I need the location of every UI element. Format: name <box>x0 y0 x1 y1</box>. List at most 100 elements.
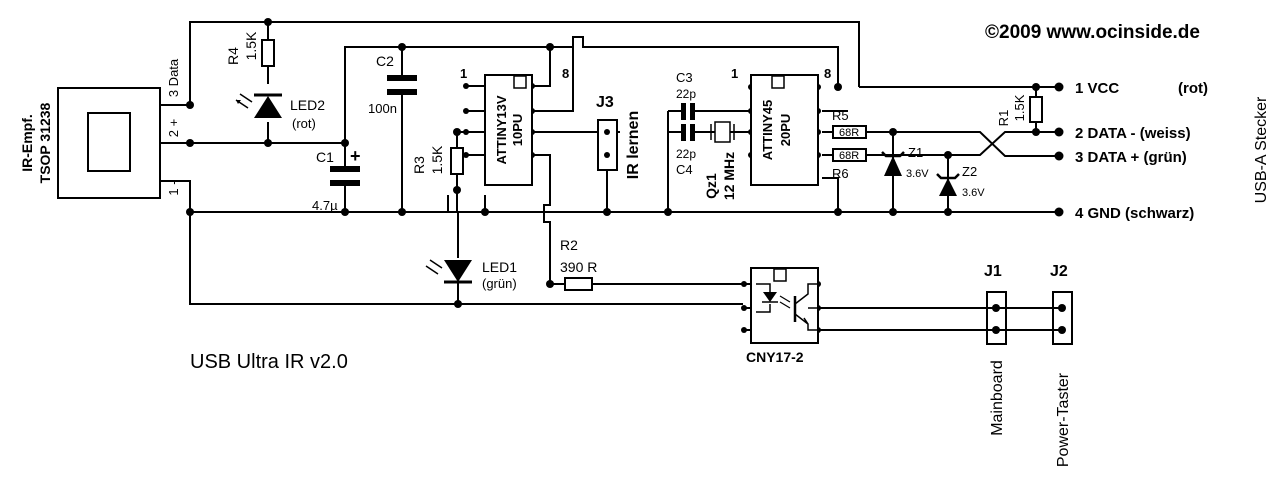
c2-plate <box>387 75 417 81</box>
ic1-notch <box>513 75 527 89</box>
wire-ic1-to-r2 <box>532 154 565 285</box>
ic2-pin8: 8 <box>824 66 831 81</box>
r6-value: 68R <box>839 150 859 162</box>
r3-resistor <box>450 147 464 175</box>
usb-terminal <box>1054 82 1064 92</box>
opto-light-icon <box>779 295 791 309</box>
r3-name: R3 <box>411 156 427 174</box>
ic-pin <box>463 129 469 135</box>
ic1-name: ATTINY13V <box>494 95 509 164</box>
junction <box>889 128 897 136</box>
junction <box>889 208 897 216</box>
j1-header <box>986 291 1007 345</box>
j2-name: J2 <box>1050 263 1068 280</box>
led2-diode-icon <box>254 96 282 118</box>
j1-j2: J1 J2 Mainboard Power-Taster <box>984 263 1073 467</box>
c1-c2: + C1 4.7µ C2 100n <box>312 53 417 213</box>
r2-name: R2 <box>560 237 578 253</box>
junction <box>603 208 611 216</box>
usb-terminal <box>1054 151 1064 161</box>
j1-name: J1 <box>984 263 1002 280</box>
junction <box>546 43 554 51</box>
wire-tsop-gnd <box>160 180 743 305</box>
opto-notch <box>773 268 787 282</box>
led1-name: LED1 <box>482 259 517 275</box>
wire-caps-crystal <box>667 110 751 212</box>
c3-value: 22p <box>676 87 696 101</box>
r1: R1 1.5K <box>996 94 1043 126</box>
r4-resistor <box>261 39 275 67</box>
junction <box>398 208 406 216</box>
tsop-body <box>57 87 161 199</box>
junction <box>453 186 461 194</box>
c3-name: C3 <box>676 70 693 85</box>
z2-value: 3.6V <box>962 187 985 199</box>
z1-name: Z1 <box>908 145 923 160</box>
wire-data-ir <box>189 21 1059 105</box>
usb-connector: 1 VCC (rot) 2 DATA - (weiss) 3 DATA + (g… <box>1075 80 1270 222</box>
tsop-pin2-label: 2 + <box>166 119 181 137</box>
r5-r6: 68R R5 68R R6 <box>832 108 867 181</box>
r5-resistor <box>832 125 867 139</box>
caps-crystal: C3 22p 22p C4 Qz1 12 MHz <box>676 70 737 200</box>
header-pin <box>992 326 1000 334</box>
usb-pin2-label: 2 DATA - (weiss) <box>1075 125 1191 142</box>
junction <box>834 83 842 91</box>
wire-ic1-vcc <box>532 47 551 87</box>
c4-plate <box>681 124 686 141</box>
r3-value: 1.5K <box>429 145 445 174</box>
led2-color: (rot) <box>292 116 316 131</box>
wire-opto-j1 <box>818 307 996 331</box>
junction <box>341 139 349 147</box>
j1-label: Mainboard <box>989 360 1006 436</box>
usb-pin4-label: 4 GND (schwarz) <box>1075 205 1194 222</box>
j3: J3 IR lernen <box>596 94 642 179</box>
qz1-value: 12 MHz <box>721 152 737 200</box>
usb-pin1-label: 1 VCC <box>1075 80 1119 97</box>
r4-led2: R4 1.5K LED2 (rot) <box>225 31 325 131</box>
junction <box>264 18 272 26</box>
junction <box>944 151 952 159</box>
ir-receiver: IR-Empf. TSOP 31238 3 Data 2 + 1 - <box>19 58 181 199</box>
opto-led-icon <box>763 292 777 302</box>
c2-plate <box>387 89 417 95</box>
junction <box>664 208 672 216</box>
wire-ic1-pin8 <box>532 47 574 112</box>
r4-name: R4 <box>225 47 241 65</box>
led1-diode-icon <box>444 260 472 282</box>
tsop-lens <box>87 112 131 172</box>
copyright: ©2009 www.ocinside.de <box>985 22 1200 43</box>
r2-value: 390 R <box>560 259 597 275</box>
crystal-icon <box>714 121 731 143</box>
r2-resistor <box>564 277 593 291</box>
zeners: Z1 3.6V Z2 3.6V <box>881 145 985 199</box>
junction <box>454 300 462 308</box>
c1-plate <box>330 180 360 186</box>
j3-name: J3 <box>596 94 614 111</box>
junction <box>453 128 461 136</box>
junction <box>264 139 272 147</box>
j3-label: IR lernen <box>625 111 642 179</box>
c4-name: C4 <box>676 162 693 177</box>
led1-color: (grün) <box>482 276 517 291</box>
usb-terminal <box>1054 127 1064 137</box>
junction <box>546 280 554 288</box>
ic2-name: ATTINY45 <box>760 100 775 160</box>
junction <box>186 101 194 109</box>
ic1-body <box>484 74 533 186</box>
wire-ic2-pin5 <box>822 177 839 212</box>
c4-value: 22p <box>676 147 696 161</box>
c3-plate <box>690 103 695 120</box>
header-pin <box>1058 304 1066 312</box>
ic2-speed: 20PU <box>778 114 793 147</box>
c1-plate <box>330 166 360 172</box>
usb-connector-label: USB-A Stecker <box>1253 96 1270 203</box>
r1-value: 1.5K <box>1012 94 1027 121</box>
ic1: 1 8 ATTINY13V 10PU <box>460 66 569 186</box>
c2-value: 100n <box>368 101 397 116</box>
junction <box>186 208 194 216</box>
junction <box>944 208 952 216</box>
c2-name: C2 <box>376 53 394 69</box>
tsop-pin1-label: 1 - <box>166 180 181 195</box>
